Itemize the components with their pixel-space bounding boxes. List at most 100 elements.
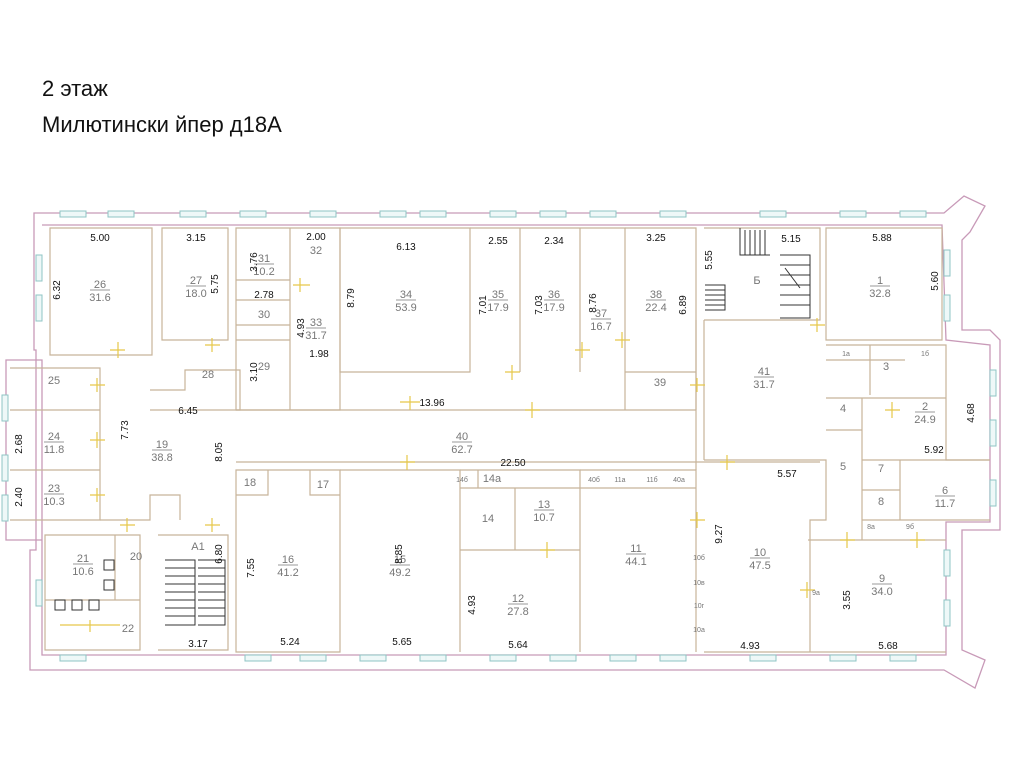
dimension-label: 3.10 bbox=[249, 362, 260, 382]
dimension-label: 5.68 bbox=[878, 641, 898, 652]
room-area-27: 18.0 bbox=[185, 288, 206, 300]
interior-walls bbox=[10, 227, 990, 653]
room-number-6: 6 bbox=[942, 485, 948, 497]
dimension-label: 5.88 bbox=[872, 233, 892, 244]
room-area-33: 31.7 bbox=[305, 330, 326, 342]
dimension-label: 6.89 bbox=[678, 295, 689, 315]
dimension-label: 3.76 bbox=[249, 252, 260, 272]
room-number-14a: 14а bbox=[483, 473, 502, 485]
staircase-top bbox=[705, 228, 811, 319]
room-number-13: 13 bbox=[538, 499, 550, 511]
dimension-label: 6.32 bbox=[52, 280, 63, 300]
dimension-label: 4.93 bbox=[296, 318, 307, 338]
dimension-label: 4.93 bbox=[467, 595, 478, 615]
room-number-B: Б bbox=[753, 275, 760, 287]
room-number-10: 10 bbox=[754, 547, 766, 559]
room-number-9: 9 bbox=[879, 573, 885, 585]
room-number-17: 17 bbox=[317, 479, 329, 491]
room-area-15: 49.2 bbox=[389, 567, 410, 579]
dimension-label: 8.05 bbox=[214, 442, 225, 462]
floor-title: 2 этаж bbox=[42, 76, 108, 101]
room-number-32: 32 bbox=[310, 245, 322, 257]
room-number-11b: 11б bbox=[646, 476, 657, 484]
room-number-40: 40 bbox=[456, 431, 468, 443]
dimension-labels: 5.006.323.155.753.762.002.784.931.983.10… bbox=[14, 232, 977, 652]
room-area-12: 27.8 bbox=[507, 606, 528, 618]
room-number-16: 16 bbox=[282, 554, 294, 566]
room-number-27: 27 bbox=[190, 275, 202, 287]
room-number-28: 28 bbox=[202, 369, 214, 381]
dimension-label: 2.68 bbox=[14, 434, 25, 454]
room-number-25: 25 bbox=[48, 375, 60, 387]
dimension-label: 2.78 bbox=[254, 290, 274, 301]
room-area-10: 47.5 bbox=[749, 560, 770, 572]
room-number-19: 19 bbox=[156, 439, 168, 451]
windows-side bbox=[1, 249, 997, 627]
room-area-24: 11.8 bbox=[44, 444, 65, 456]
room-number-35: 35 bbox=[492, 289, 504, 301]
dimension-label: 3.15 bbox=[186, 233, 206, 244]
room-number-14: 14 bbox=[482, 513, 494, 525]
room-number-3: 3 bbox=[883, 361, 889, 373]
outer-wall bbox=[29, 195, 1001, 689]
room-area-11: 44.1 bbox=[625, 556, 646, 568]
room-area-23: 10.3 bbox=[43, 496, 64, 508]
room-number-22: 22 bbox=[122, 623, 134, 635]
room-number-33: 33 bbox=[310, 317, 322, 329]
dimension-label: 5.15 bbox=[781, 234, 801, 245]
dimension-label: 5.64 bbox=[508, 640, 528, 651]
dimension-label: 6.13 bbox=[396, 242, 416, 253]
room-number-20: 20 bbox=[130, 551, 142, 563]
dimension-label: 8.85 bbox=[394, 544, 405, 564]
room-area-41: 31.7 bbox=[753, 379, 774, 391]
dimension-label: 6.80 bbox=[214, 544, 225, 564]
dimension-label: 2.34 bbox=[544, 236, 564, 247]
room-number-31: 31 bbox=[258, 253, 270, 265]
dimension-label: 2.40 bbox=[14, 487, 25, 507]
room-number-10g: 10г bbox=[694, 603, 705, 610]
staircase-a1 bbox=[165, 559, 226, 626]
room-number-A1: А1 bbox=[191, 541, 204, 553]
room-number-10a: 10а bbox=[693, 627, 705, 634]
dimension-label: 6.45 bbox=[178, 406, 198, 417]
dimension-label: 7.55 bbox=[246, 558, 257, 578]
room-area-21: 10.6 bbox=[72, 566, 93, 578]
room-number-23: 23 bbox=[48, 483, 60, 495]
room-number-41: 41 bbox=[758, 366, 770, 378]
toilet-fixtures bbox=[54, 559, 115, 611]
room-number-34: 34 bbox=[400, 289, 412, 301]
dimension-label: 1.98 bbox=[309, 349, 329, 360]
room-number-21: 21 bbox=[77, 553, 89, 565]
dimension-label: 5.65 bbox=[392, 637, 412, 648]
room-number-4: 4 bbox=[840, 403, 846, 415]
room-number-15: 15 bbox=[394, 554, 406, 566]
dimension-label: 7.03 bbox=[534, 295, 545, 315]
room-number-10v: 10в bbox=[693, 580, 705, 587]
room-number-7: 7 bbox=[878, 463, 884, 475]
room-number-9a: 9а bbox=[812, 590, 820, 597]
room-area-36: 17.9 bbox=[543, 302, 564, 314]
doors bbox=[60, 278, 925, 632]
dimension-label: 5.00 bbox=[90, 233, 110, 244]
room-number-40a: 40а bbox=[673, 477, 685, 484]
room-number-5: 5 bbox=[840, 461, 846, 473]
dimension-label: 8.79 bbox=[346, 288, 357, 308]
dimension-label: 7.01 bbox=[478, 295, 489, 315]
room-area-38: 22.4 bbox=[645, 302, 666, 314]
room-number-29: 29 bbox=[258, 361, 270, 373]
room-number-36: 36 bbox=[548, 289, 560, 301]
room-area-6: 11.7 bbox=[935, 498, 956, 510]
room-number-24: 24 bbox=[48, 431, 60, 443]
dimension-label: 2.55 bbox=[488, 236, 508, 247]
dimension-label: 5.55 bbox=[704, 250, 715, 270]
room-number-37: 37 bbox=[595, 308, 607, 320]
room-area-35: 17.9 bbox=[487, 302, 508, 314]
room-labels: 2631.62718.03110.232303331.729283453.935… bbox=[43, 245, 955, 635]
room-number-10b: 10б bbox=[693, 554, 705, 562]
room-number-26: 26 bbox=[94, 279, 106, 291]
room-number-1a: 1а bbox=[842, 351, 850, 358]
dimension-label: 3.17 bbox=[188, 639, 208, 650]
room-area-2: 24.9 bbox=[914, 414, 935, 426]
room-area-34: 53.9 bbox=[395, 302, 416, 314]
